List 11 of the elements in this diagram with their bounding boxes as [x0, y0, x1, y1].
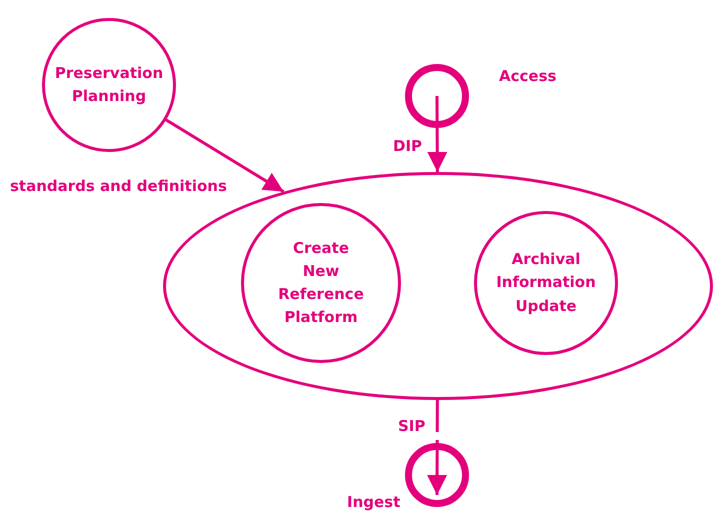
- node-label: Create New Reference Platform: [277, 238, 365, 328]
- node-label: Ingest: [347, 492, 400, 511]
- arrow: [427, 96, 448, 172]
- node-label: Access: [499, 66, 556, 87]
- circle-node: [241, 203, 401, 363]
- circle-node: [474, 211, 618, 355]
- node-label: Archival Information Update: [495, 249, 597, 317]
- circle-node: [42, 18, 176, 152]
- arrow: [165, 118, 284, 193]
- node-label: Preservation Planning: [54, 62, 164, 107]
- arrow: [427, 400, 448, 495]
